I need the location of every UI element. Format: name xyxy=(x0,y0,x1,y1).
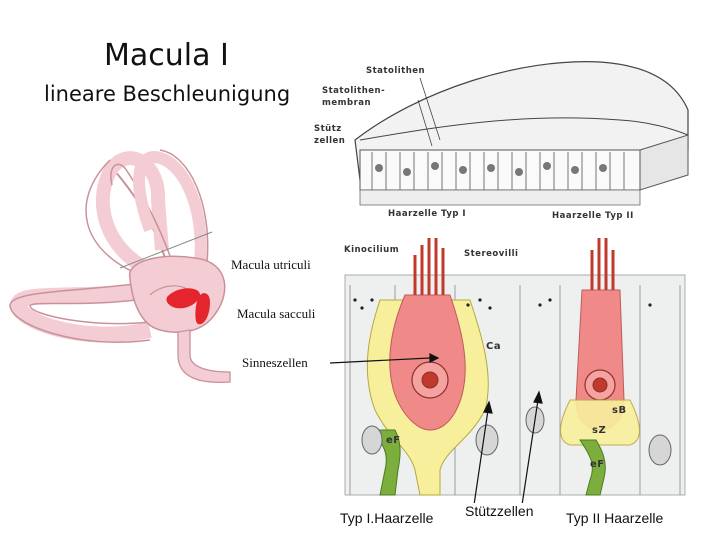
fig-label-stuetz-2: zellen xyxy=(314,136,346,146)
fig-label-ef-2: eF xyxy=(590,459,605,470)
fig-label-membran-2: membran xyxy=(322,98,372,108)
label-macula-sacculi: Macula sacculi xyxy=(237,306,316,322)
fig-label-sb: sB xyxy=(612,405,627,416)
hair-cells-drawing xyxy=(344,238,686,496)
label-sinneszellen: Sinneszellen xyxy=(242,355,308,371)
label-macula-utriculi: Macula utriculi xyxy=(231,257,311,273)
fig-label-kinocilium: Kinocilium xyxy=(344,245,400,255)
fig-label-ef-1: eF xyxy=(386,435,401,446)
fig-label-stuetz-1: Stütz xyxy=(314,124,342,134)
fig-label-ca: Ca xyxy=(486,341,502,352)
label-typ-2-haarzelle: Typ II Haarzelle xyxy=(566,510,664,526)
fig-label-haarzelle-typ-2: Haarzelle Typ II xyxy=(552,211,634,221)
label-typ-1-haarzelle: Typ I.Haarzelle xyxy=(340,510,434,526)
inner-ear-drawing xyxy=(9,149,231,384)
fig-label-membran-1: Statolithen- xyxy=(322,86,386,96)
pointer-lines xyxy=(329,353,543,506)
fig-label-stereovilli: Stereovilli xyxy=(464,249,519,259)
fig-label-statolithen: Statolithen xyxy=(366,66,426,76)
macula-histology-drawing xyxy=(354,61,689,206)
label-stuetzzellen: Stützzellen xyxy=(465,503,534,519)
fig-label-haarzelle-typ-1: Haarzelle Typ I xyxy=(388,209,467,219)
slide-title: Macula I xyxy=(104,38,229,73)
slide-subtitle: lineare Beschleunigung xyxy=(44,82,291,106)
fig-label-sz: sZ xyxy=(592,425,607,436)
